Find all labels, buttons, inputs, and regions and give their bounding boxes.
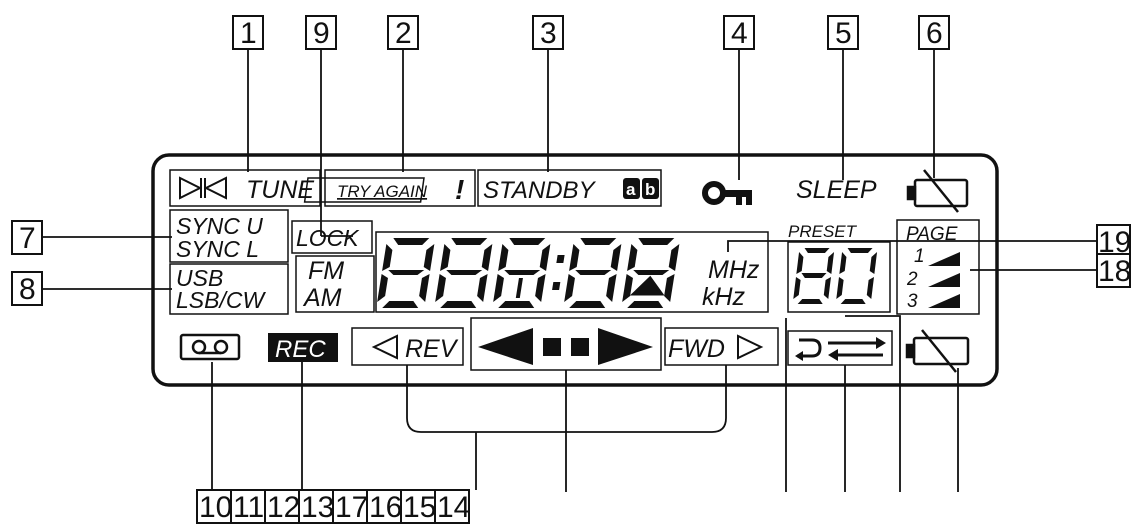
callout-6: 6 — [926, 17, 943, 50]
callout-10: 10 — [199, 491, 232, 524]
tune-arrows-icon — [179, 176, 227, 200]
sync-box — [169, 209, 289, 263]
page-1-signal-icon — [928, 252, 960, 266]
digit-3 — [493, 238, 551, 308]
callout-16: 16 — [369, 491, 402, 524]
page-2-signal-icon — [928, 273, 960, 287]
standby-b-label: b — [645, 180, 655, 199]
fwd-arrow-icon — [737, 334, 764, 360]
fwd-box — [664, 327, 779, 366]
callout-18: 18 — [1098, 255, 1131, 288]
colon-bottom — [552, 282, 561, 290]
sync-u-label: SYNC U — [176, 213, 263, 239]
colon-top — [556, 255, 565, 263]
callout-17: 17 — [335, 491, 368, 524]
key-icon — [702, 181, 752, 205]
page-1-label: 1 — [914, 246, 925, 267]
callout-13: 13 — [301, 491, 334, 524]
cassette-icon — [179, 333, 241, 361]
rec-label: REC — [275, 336, 326, 363]
fm-label: FM — [308, 257, 344, 285]
rev-label: REV — [405, 335, 459, 363]
page-3-label: 3 — [907, 291, 918, 312]
callout-9: 9 — [313, 17, 330, 50]
standby-b-badge — [642, 178, 659, 199]
callouts-bottom: 10 11 12 13 17 16 15 14 — [196, 489, 470, 524]
try-again-frame — [303, 177, 425, 203]
preset-label: PRESET — [788, 222, 858, 241]
leader-lines-bottom — [211, 315, 959, 492]
standby-a-label: a — [626, 180, 636, 199]
rewind-triangle-icon — [478, 328, 533, 365]
callout-4: 4 — [731, 17, 748, 50]
callout-15: 15 — [403, 491, 436, 524]
preset-box — [787, 241, 891, 313]
tune-box — [169, 169, 321, 207]
mhz-label: MHz — [708, 256, 760, 284]
callout-1: 1 — [240, 17, 257, 50]
page-label: PAGE — [906, 224, 958, 245]
standby-a-badge — [623, 178, 640, 199]
battery-low-icon — [905, 329, 970, 373]
am-label: AM — [302, 284, 342, 312]
fwd-label: FWD — [668, 335, 725, 363]
leader-19 — [727, 240, 1097, 252]
mode-box — [787, 330, 893, 366]
callout-3: 3 — [540, 17, 557, 50]
digit-2 — [435, 238, 493, 308]
frequency-digits — [377, 238, 680, 308]
callout-14: 14 — [437, 491, 470, 524]
reverse-mode-icon — [828, 337, 886, 361]
sync-l-label: SYNC L — [176, 236, 259, 262]
tune-label: TUNE — [246, 176, 314, 204]
callouts-top: 1 9 2 3 4 5 6 — [232, 15, 950, 50]
usb-label: USB — [176, 265, 223, 291]
digit-4 — [564, 238, 622, 308]
callout-5: 5 — [835, 17, 852, 50]
callout-7: 7 — [19, 222, 36, 255]
standby-label: STANDBY — [483, 177, 597, 204]
rec-badge — [268, 333, 338, 362]
preset-digits — [793, 248, 878, 304]
callout-2: 2 — [395, 17, 412, 50]
digit-5 — [622, 238, 680, 308]
sleep-label: SLEEP — [796, 176, 877, 204]
play-triangle-icon — [598, 328, 653, 365]
rev-arrow-icon — [371, 334, 398, 360]
band-box — [295, 255, 375, 313]
leader-lines-top — [247, 49, 935, 237]
page-3-signal-icon — [928, 294, 960, 308]
try-again-box — [324, 169, 476, 207]
callout-11: 11 — [233, 491, 264, 524]
lsb-cw-label: LSB/CW — [176, 287, 266, 313]
stop-squares-icon — [543, 338, 589, 356]
try-again-label: TRY AGAIN — [337, 182, 428, 201]
khz-label: kHz — [702, 283, 746, 311]
standby-box — [477, 169, 662, 207]
lock-box — [291, 220, 373, 254]
page-box — [896, 219, 980, 315]
lock-label: LOCK — [296, 225, 360, 251]
callout-8: 8 — [19, 273, 36, 306]
repeat-icon — [795, 338, 822, 361]
digit-1 — [377, 238, 435, 308]
battery-empty-icon — [906, 169, 969, 213]
page-2-label: 2 — [906, 269, 918, 290]
callout-12: 12 — [267, 491, 300, 524]
frequency-box — [375, 231, 769, 313]
try-again-exclaim: ! — [455, 174, 464, 205]
